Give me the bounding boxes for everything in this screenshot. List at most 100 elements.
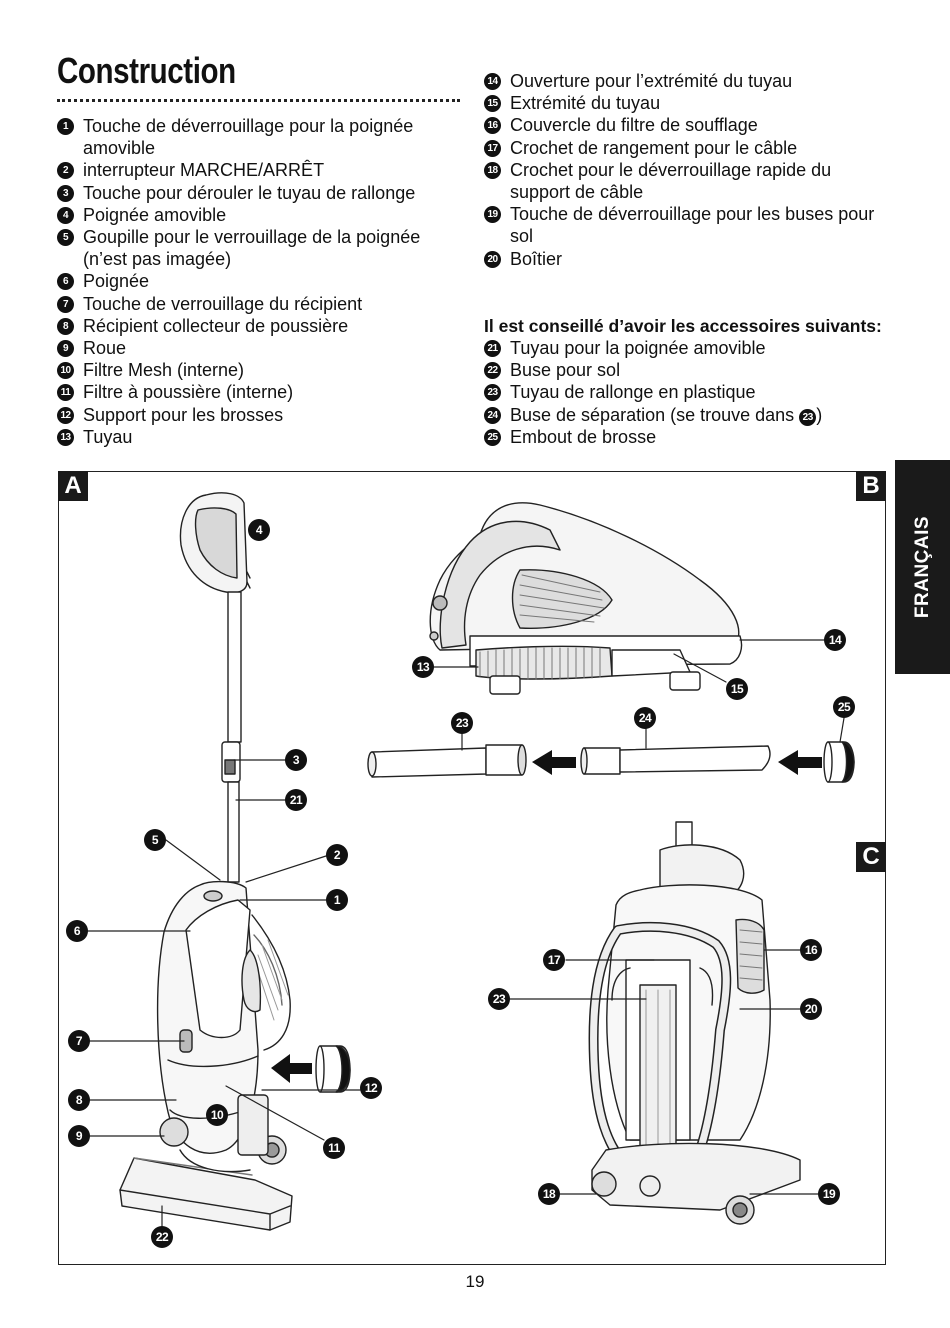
item-text: Filtre à poussière (interne): [83, 382, 294, 403]
callout-23-b: 23: [451, 712, 473, 734]
list-item: 6 Poignée: [57, 270, 452, 292]
item-text: Boîtier: [510, 248, 563, 269]
item-text: Filtre Mesh (interne): [83, 360, 245, 381]
item-text-suffix: ): [816, 404, 823, 425]
list-item: 5 Goupille pour le verrouillage de la poi…: [57, 226, 452, 270]
number-bullet: 12: [57, 406, 74, 424]
callout-14: 14: [824, 629, 846, 651]
list-item: 16 Couvercle du filtre de soufflage: [484, 114, 884, 136]
number-bullet: 21: [484, 340, 501, 357]
item-text: Tuyau de rallonge en plastique: [510, 382, 756, 403]
number-bullet: 5: [57, 229, 74, 247]
callout-7: 7: [68, 1030, 90, 1052]
item-text: Poignée amovible: [83, 204, 227, 225]
callout-13: 13: [412, 656, 434, 678]
callout-5: 5: [144, 829, 166, 851]
number-bullet: 16: [484, 117, 501, 135]
number-bullet: 3: [57, 184, 74, 202]
item-text: Touche de verrouillage du récipient: [83, 293, 363, 314]
list-item: 13 Tuyau: [57, 426, 452, 448]
item-text: Buse de séparation (se trouve dans: [510, 404, 795, 425]
number-bullet: 14: [484, 73, 501, 90]
callout-2: 2: [326, 844, 348, 866]
number-bullet: 6: [57, 273, 74, 291]
number-bullet: 4: [57, 206, 74, 224]
callout-9: 9: [68, 1125, 90, 1147]
list-item: 24 Buse de séparation (se trouve dans 23): [484, 404, 884, 426]
item-text: Crochet de rangement pour le câble: [510, 137, 798, 158]
accessories-heading: Il est conseillé d’avoir les accessoires…: [484, 316, 882, 336]
number-bullet: 13: [57, 428, 74, 446]
item-text: Ouverture pour l’extrémité du tuyau: [510, 71, 793, 91]
number-bullet: 1: [57, 118, 74, 135]
accessories-list: 21 Tuyau pour la poignée amovible 22 Buse p…: [484, 337, 884, 448]
number-bullet: 24: [484, 406, 501, 424]
item-text: Extrémité du tuyau: [510, 93, 661, 114]
number-bullet: 11: [57, 384, 74, 402]
item-text: Crochet pour le déverrouillage rapide du…: [510, 159, 832, 203]
number-bullet: 18: [484, 161, 501, 179]
item-text: Couvercle du filtre de soufflage: [510, 115, 758, 136]
list-item: 22 Buse pour sol: [484, 359, 884, 381]
callout-8: 8: [68, 1089, 90, 1111]
list-item: 12 Support pour les brosses: [57, 404, 452, 426]
dotted-divider: [57, 99, 460, 102]
number-bullet: 19: [484, 206, 501, 224]
callout-19: 19: [818, 1183, 840, 1205]
item-text: Touche de déverrouillage pour les buses …: [510, 204, 875, 247]
number-bullet: 10: [57, 362, 74, 380]
list-item: 2 interrupteur MARCHE/ARRÊT: [57, 159, 452, 181]
language-tab: FRANÇAIS: [895, 460, 950, 674]
number-bullet: 2: [57, 162, 74, 180]
callout-23-c: 23: [488, 988, 510, 1010]
figure-label-c: C: [856, 842, 886, 872]
list-item: 3 Touche pour dérouler le tuyau de rallon…: [57, 182, 452, 204]
item-text: Goupille pour le verrouillage de la poig…: [83, 227, 421, 270]
item-text: Roue: [83, 338, 127, 359]
figure-label-b: B: [856, 471, 886, 501]
item-text: Buse pour sol: [510, 360, 621, 381]
callout-17: 17: [543, 949, 565, 971]
callout-21: 21: [285, 789, 307, 811]
callout-10: 10: [206, 1104, 228, 1126]
callout-leader-lines: [87, 639, 845, 1227]
callout-25: 25: [833, 696, 855, 718]
parts-list-left: 1 Touche de déverrouillage pour la poigné…: [57, 115, 452, 448]
callout-11: 11: [323, 1137, 345, 1159]
list-item: 1 Touche de déverrouillage pour la poigné…: [57, 115, 452, 159]
list-item: 11 Filtre à poussière (interne): [57, 381, 452, 403]
number-bullet: 25: [484, 428, 501, 446]
list-item: 4 Poignée amovible: [57, 204, 452, 226]
item-text: Poignée: [83, 271, 150, 292]
item-text: interrupteur MARCHE/ARRÊT: [83, 160, 325, 181]
callout-4: 4: [248, 519, 270, 541]
callout-12: 12: [360, 1077, 382, 1099]
item-text: Support pour les brosses: [83, 404, 284, 425]
number-bullet: 22: [484, 362, 501, 380]
item-text: Récipient collecteur de poussière: [83, 315, 349, 336]
callout-3: 3: [285, 749, 307, 771]
list-item: 8 Récipient collecteur de poussière: [57, 315, 452, 337]
inline-reference-number: 23: [799, 408, 817, 426]
item-text: Tuyau: [83, 426, 133, 447]
callout-24: 24: [634, 707, 656, 729]
list-item: 14 Ouverture pour l’extrémité du tuyau: [484, 70, 884, 92]
vacuum-handheld-illustration: [367, 502, 855, 783]
callout-1: 1: [326, 889, 348, 911]
vacuum-upright-illustration: [119, 492, 351, 1231]
item-text: Touche pour dérouler le tuyau de rallong…: [83, 182, 416, 203]
figure-label-a: A: [58, 471, 88, 501]
callout-18: 18: [538, 1183, 560, 1205]
number-bullet: 8: [57, 317, 74, 335]
vacuum-rear-illustration: [588, 821, 801, 1225]
callout-15: 15: [726, 678, 748, 700]
item-text: Touche de déverrouillage pour la poignée…: [83, 116, 414, 159]
item-text: Tuyau pour la poignée amovible: [510, 338, 766, 358]
